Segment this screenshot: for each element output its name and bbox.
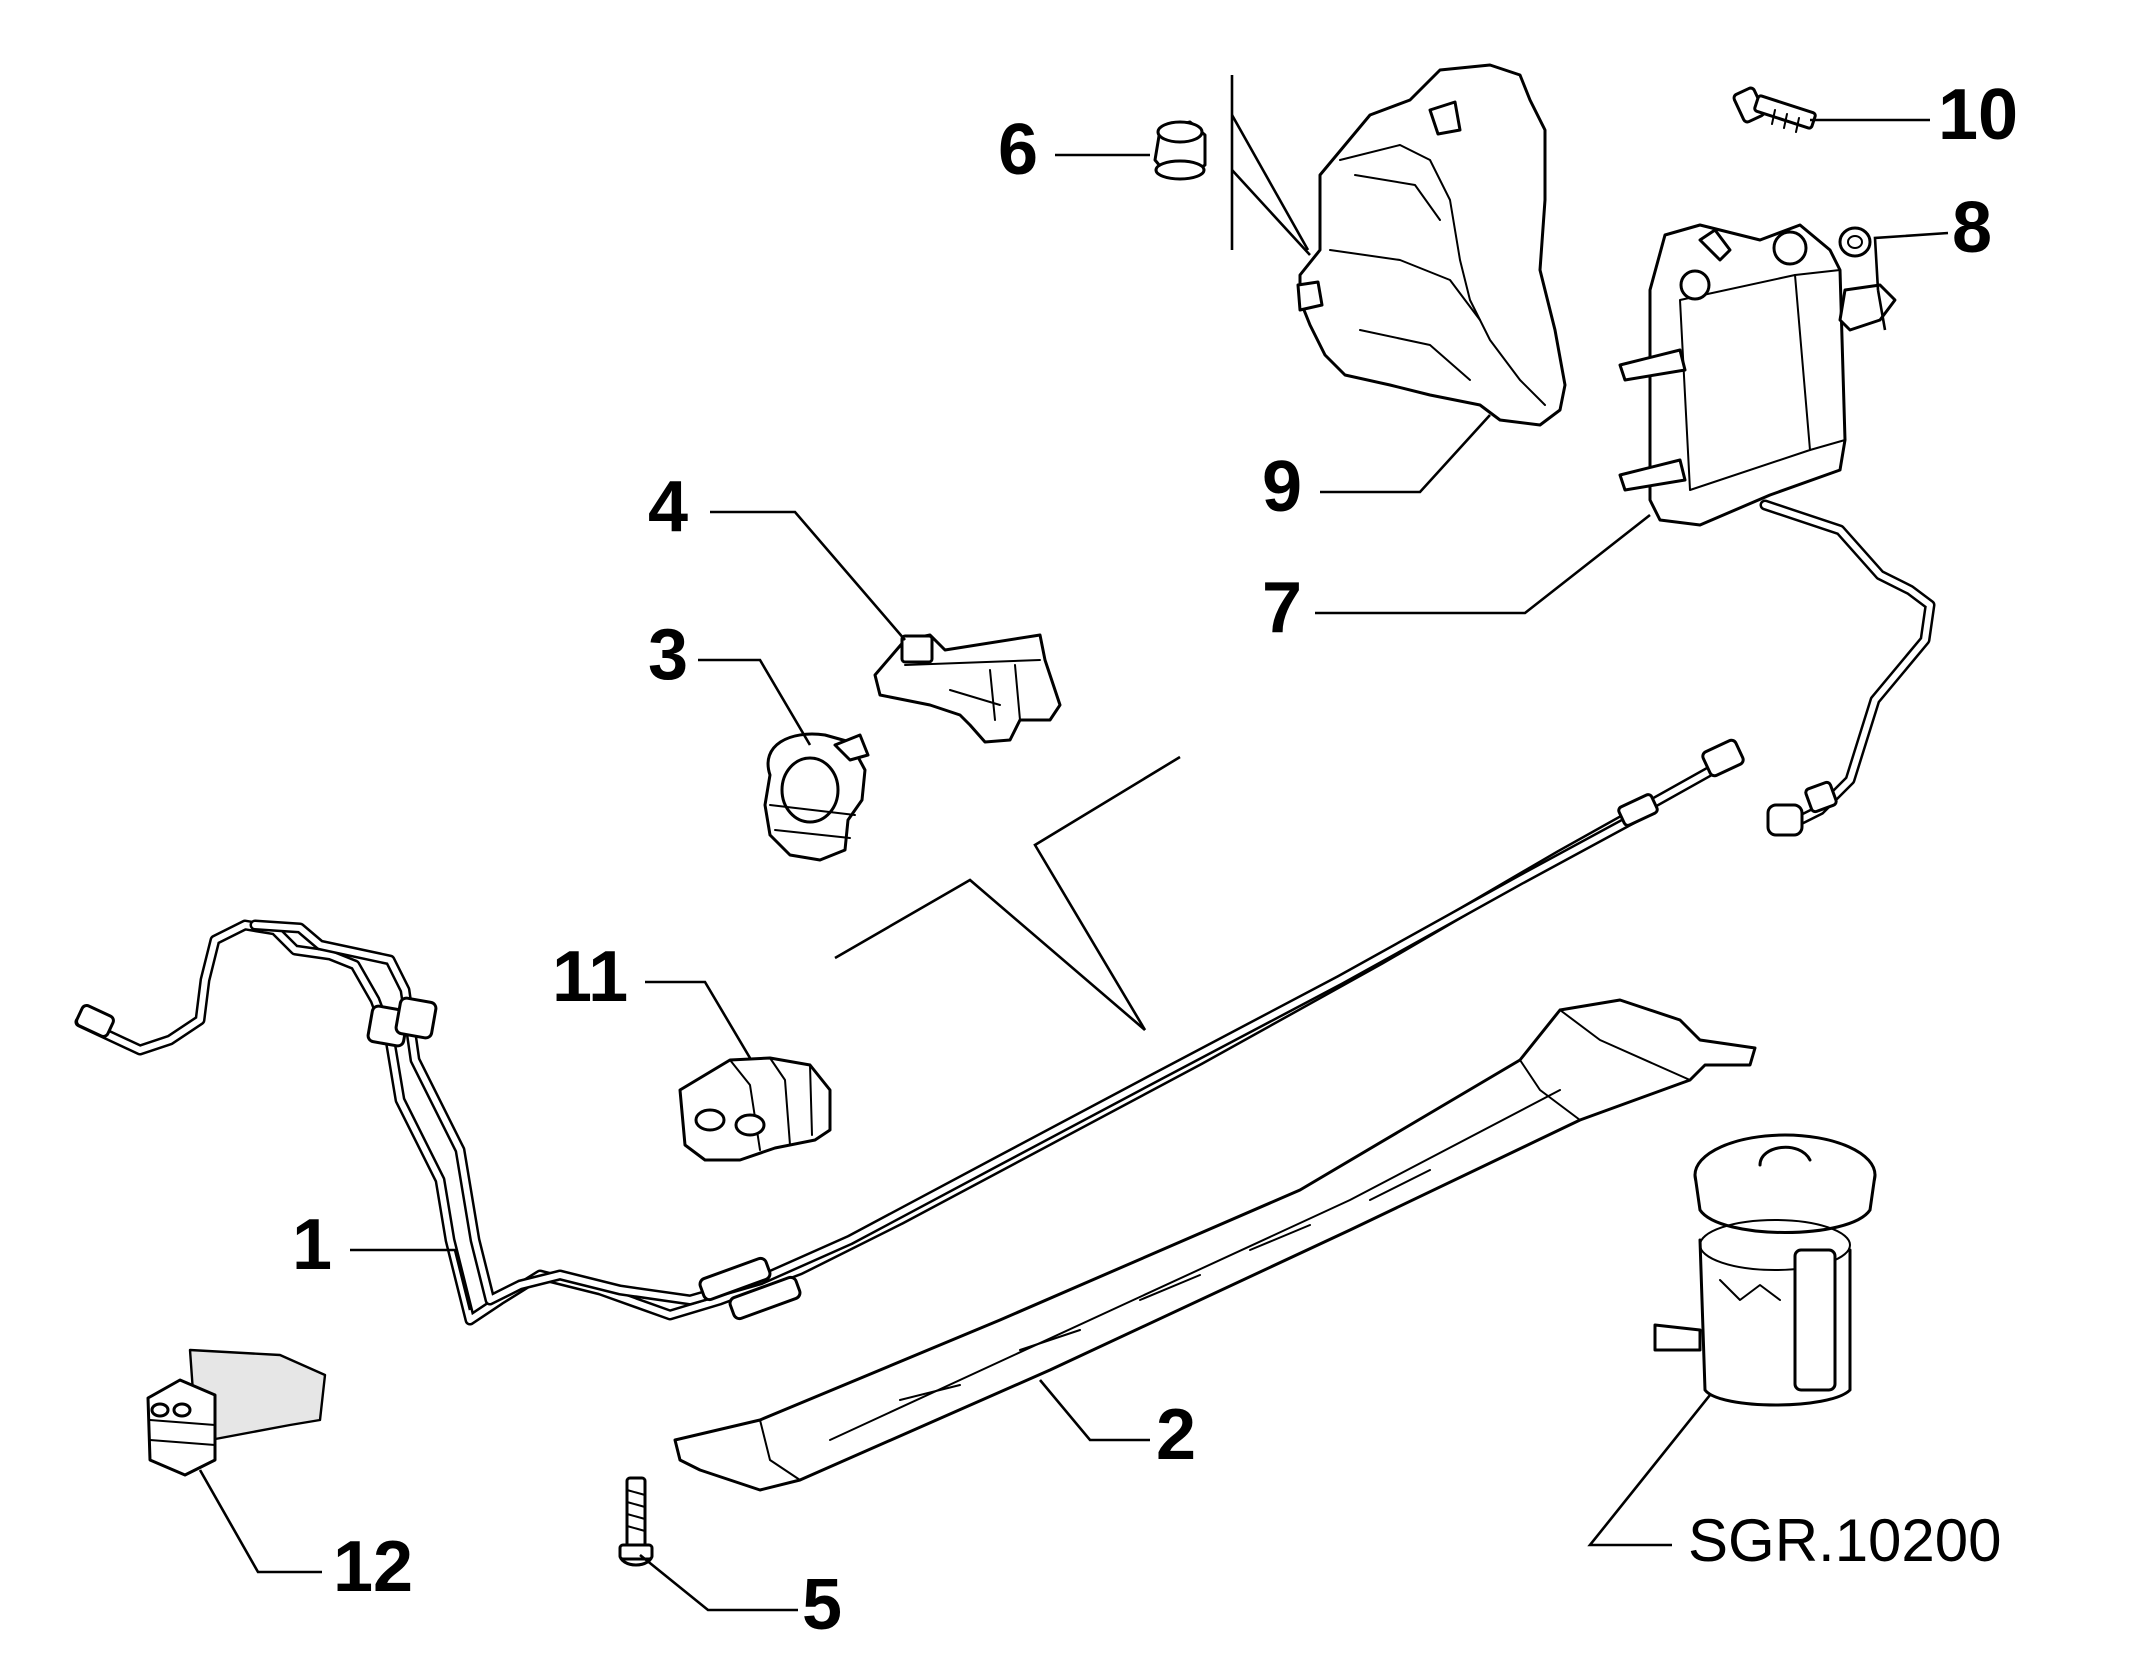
cushion-pad [146, 1348, 327, 1477]
guide-pipe-left [834, 878, 1146, 1031]
mounting-bracket [873, 633, 1062, 744]
grommet-cap [1153, 120, 1207, 181]
callout-11: 11 [552, 937, 628, 1017]
leader-5 [639, 1553, 798, 1612]
leader-9 [1320, 414, 1491, 494]
callout-9: 9 [1262, 447, 1302, 527]
leader-lines [198, 75, 1949, 1612]
leader-2 [1039, 1379, 1150, 1442]
fuel-pipe-assembly [74, 738, 1745, 1326]
leader-1 [350, 1248, 472, 1311]
leader-8 [1873, 231, 1949, 291]
leader-3 [698, 658, 812, 746]
guide-pipe-right [1033, 755, 1181, 1031]
callout-7: 7 [1262, 568, 1302, 648]
bolt-10 [1732, 86, 1817, 133]
leader-sgr [1587, 1394, 1712, 1547]
leader-11 [645, 980, 752, 1059]
underbody-shield [673, 998, 1757, 1492]
bolt-5 [618, 1476, 654, 1567]
rubber-mount [678, 1056, 832, 1162]
guide-shield-side [1231, 169, 1311, 256]
callout-sgr-10200: SGR.10200 [1688, 1507, 2002, 1574]
charcoal-canister [1618, 223, 1936, 837]
callout-12: 12 [333, 1527, 413, 1607]
callout-3: 3 [648, 615, 688, 695]
callout-2: 2 [1156, 1395, 1196, 1475]
pipe-clip-ring [763, 732, 870, 862]
nut-8 [1838, 226, 1897, 332]
callout-10: 10 [1938, 75, 2018, 155]
callout-4: 4 [648, 467, 688, 547]
callout-labels: 1 2 3 4 5 6 7 8 9 10 11 12 SGR.10200 [292, 75, 2018, 1645]
guide-shield-bracket [1230, 114, 1310, 251]
callout-8: 8 [1952, 188, 1992, 268]
callout-5: 5 [802, 1565, 842, 1645]
leader-7 [1315, 513, 1651, 615]
callout-1: 1 [292, 1205, 332, 1285]
callout-6: 6 [998, 110, 1038, 190]
guide-canister-bracket [1876, 289, 1887, 331]
heat-shield [1296, 63, 1567, 427]
fuel-pump-module [1653, 1133, 1877, 1407]
leader-12 [198, 1469, 322, 1574]
leader-4 [710, 510, 906, 641]
